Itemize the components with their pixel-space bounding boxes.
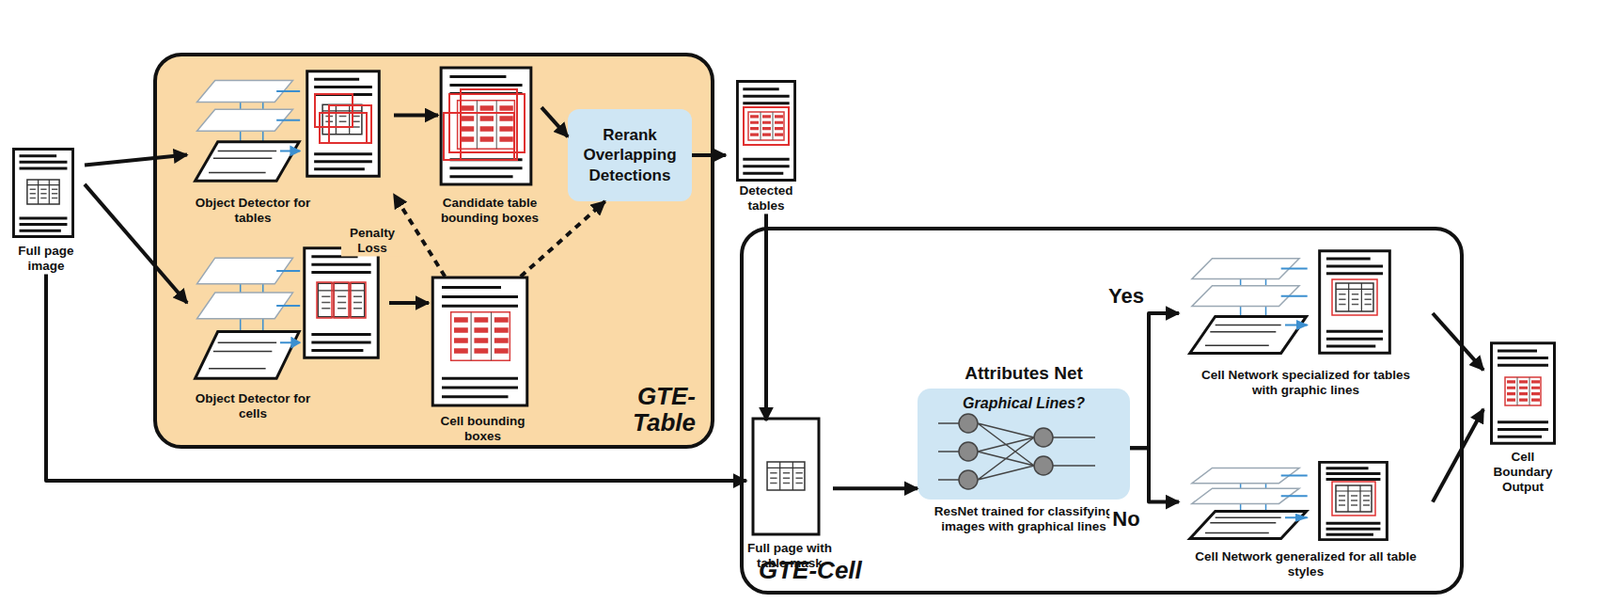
- neuron: [958, 470, 978, 489]
- arrow-connector: [1129, 447, 1179, 502]
- table-icon: [767, 461, 805, 490]
- arrow-connector: [84, 155, 188, 166]
- network-title: Attributes Net: [917, 360, 1130, 386]
- arrow-connector: [389, 300, 429, 305]
- region-title: GTE-Table: [606, 383, 696, 436]
- page-icon: [304, 248, 378, 358]
- cell-boxes-table: [451, 312, 511, 361]
- cell-output-box: [1332, 279, 1378, 315]
- arrow-connector: [1432, 408, 1484, 502]
- figure-label: Detected tables: [725, 183, 807, 214]
- arrow-connector: [46, 273, 747, 481]
- edge-label: No: [1109, 505, 1143, 532]
- attribute-question: Graphical Lines?: [917, 393, 1130, 412]
- neuron: [1034, 427, 1053, 447]
- attributes-box: Graphical Lines?: [917, 388, 1130, 500]
- dashed-connector: [520, 201, 606, 277]
- figure-label: Cell Network specialized for tables with…: [1192, 367, 1419, 398]
- arrow-connector: [1129, 313, 1179, 448]
- cell-detection-boxes: [316, 282, 366, 318]
- page-icon: [1319, 250, 1391, 354]
- table-icon: [1335, 282, 1374, 312]
- figure-label: Full page with table mask: [746, 540, 833, 571]
- table-icon: [27, 179, 60, 204]
- rerank-box: Rerank Overlapping Detections: [567, 109, 692, 202]
- page-icon: [737, 81, 795, 181]
- feature-stack: [195, 79, 301, 181]
- masked-page: [752, 418, 819, 534]
- page-icon: [1319, 461, 1388, 539]
- table-icon: [457, 100, 516, 149]
- neuron: [1034, 455, 1053, 475]
- arrow-connector: [541, 107, 568, 137]
- process-label: Rerank Overlapping Detections: [575, 125, 685, 186]
- arrow-connector: [832, 486, 918, 490]
- table-icon: [1335, 485, 1372, 512]
- edge-label: Yes: [1105, 282, 1147, 309]
- network-edges: [938, 423, 1096, 480]
- dashed-connector: [393, 194, 445, 277]
- feature-stack: [195, 257, 301, 378]
- detected-table-box: [743, 107, 789, 145]
- feature-stack: [1190, 467, 1308, 538]
- output-table: [1505, 376, 1541, 406]
- figure-label: Cell bounding boxes: [428, 413, 537, 444]
- arrow-connector: [393, 113, 439, 118]
- edge-label: Penalty Loss: [341, 225, 404, 257]
- page-icon: [1491, 343, 1555, 444]
- figure-label: Candidate table bounding boxes: [438, 195, 542, 226]
- arrow-connector: [1432, 313, 1484, 370]
- network-links: [938, 423, 1096, 480]
- arrow-connector: [84, 184, 188, 303]
- page-icon: [307, 71, 380, 177]
- figure-label: Full page image: [7, 243, 85, 274]
- neuron: [958, 441, 978, 461]
- red-detection-boxes: [314, 94, 372, 143]
- figure-label: Object Detector for cells: [187, 391, 319, 422]
- feature-stack: [1190, 258, 1308, 354]
- cell-output-box: [1332, 481, 1376, 516]
- attributes-net: Attributes NetGraphical Lines? ResNet tra…: [917, 360, 1130, 534]
- table-icon: [317, 282, 364, 316]
- neuron: [958, 413, 978, 433]
- table-icon: [748, 111, 785, 141]
- network-caption: ResNet trained for classifying images wi…: [917, 503, 1130, 534]
- figure-label: Cell Network generalized for all table s…: [1192, 549, 1419, 580]
- arrow-connector: [764, 213, 769, 421]
- candidate-boxes: [443, 89, 525, 160]
- figure-label: Cell Boundary Output: [1483, 449, 1563, 496]
- page-icon: [440, 67, 532, 185]
- page-icon: [13, 148, 73, 236]
- page-icon: [432, 277, 528, 406]
- figure-label: Object Detector for tables: [187, 195, 319, 226]
- arrow-connector: [691, 153, 726, 157]
